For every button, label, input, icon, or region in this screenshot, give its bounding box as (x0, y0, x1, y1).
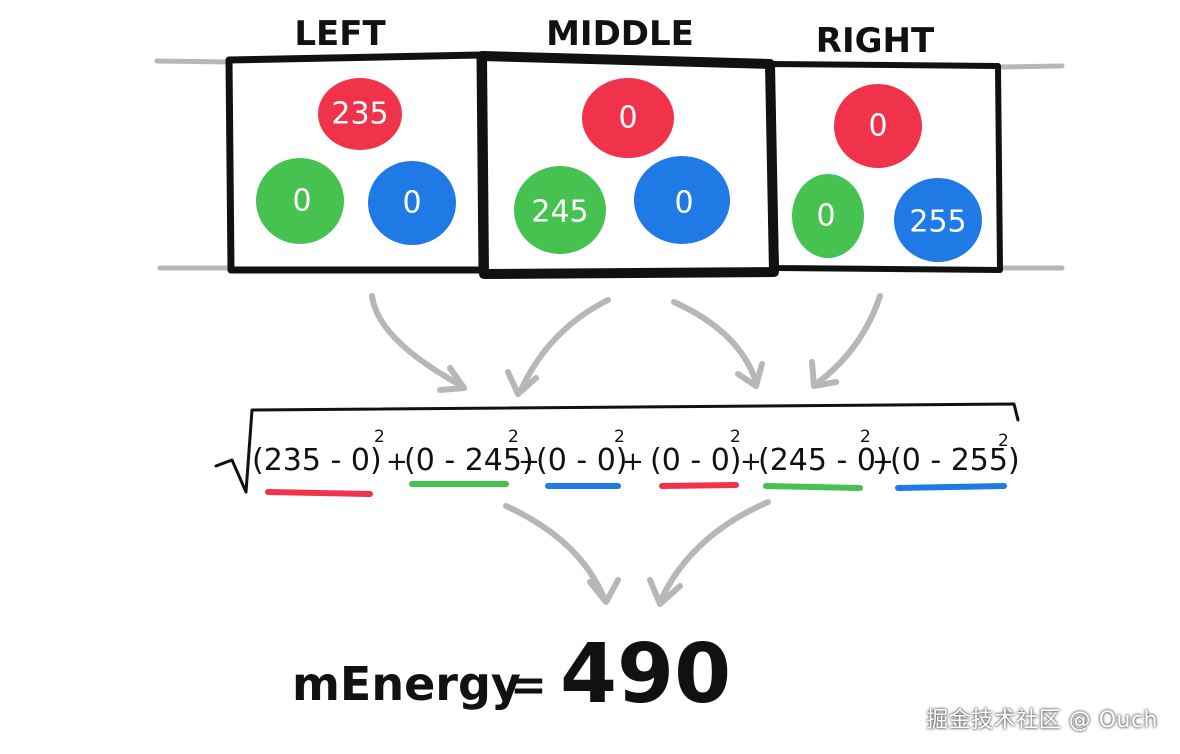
watermark: 掘金技术社区 @ Ouch (926, 708, 1158, 733)
left-green-blob (256, 158, 344, 244)
left-blue-value: 0 (402, 186, 421, 221)
formula-exp-2: 2 (508, 427, 519, 447)
formula-term-4: (0 - 0) (650, 443, 741, 478)
formula-exp-3: 2 (614, 427, 625, 447)
underline-blue-2 (895, 483, 1007, 491)
formula-term-3: (0 - 0) (536, 443, 627, 478)
right-red-value: 0 (868, 109, 887, 144)
formula-plus-3: + (622, 447, 644, 477)
output-arrows (503, 499, 771, 607)
formula-plus-4: + (740, 447, 762, 477)
box-right (767, 61, 1003, 273)
formula-plus-2: + (518, 447, 540, 477)
column-header-left: LEFT (294, 14, 386, 54)
middle-green-blob (514, 166, 606, 254)
left-red-blob (318, 78, 402, 150)
column-header-middle: MIDDLE (546, 14, 694, 54)
left-red-value: 235 (331, 97, 388, 132)
middle-blue-value: 0 (674, 186, 693, 221)
right-red-blob (834, 84, 922, 168)
formula-term-1: (235 - 0) (252, 443, 382, 478)
rail-lines (154, 58, 1065, 271)
arrow-down-left (503, 503, 607, 601)
left-green-value: 0 (292, 184, 311, 219)
right-green-value: 0 (816, 199, 835, 234)
right-blue-blob (894, 178, 982, 262)
formula-exp-5: 2 (860, 427, 871, 447)
result-value: 490 (560, 627, 731, 722)
term-underlines (265, 481, 1007, 497)
formula-exp-1: 2 (374, 427, 385, 447)
formula-term-2: (0 - 245) (404, 443, 534, 478)
column-boxes (225, 51, 1003, 279)
underline-red-2 (659, 482, 739, 489)
box-middle (477, 51, 779, 279)
result-label: mEnergy (292, 657, 521, 711)
arrow-left-2 (517, 297, 611, 395)
result-equals: = (510, 660, 547, 711)
left-blue-blob (368, 161, 456, 245)
underline-green-2 (763, 483, 863, 491)
formula-plus-1: + (386, 447, 408, 477)
column-header-right: RIGHT (816, 21, 935, 61)
formula-exp-6: 2 (998, 431, 1009, 451)
formula-term-6: (0 - 255) (890, 443, 1020, 478)
right-green-blob (792, 174, 864, 258)
formula-exp-4: 2 (730, 427, 741, 447)
formula-term-5: (245 - 0) (758, 443, 888, 478)
middle-green-value: 245 (531, 195, 588, 230)
pixel-blobs (256, 78, 982, 262)
square-root-sign (214, 402, 1020, 494)
underline-red-1 (265, 489, 373, 497)
right-blue-value: 255 (909, 205, 966, 240)
middle-blue-blob (634, 156, 730, 244)
arrow-down-right (657, 499, 771, 605)
arrow-right-2 (813, 293, 883, 387)
formula-plus-5: + (872, 447, 894, 477)
arrow-right-1 (671, 299, 759, 385)
middle-red-blob (582, 78, 674, 158)
input-arrows (369, 293, 883, 397)
middle-red-value: 0 (618, 101, 637, 136)
arrow-left-1 (369, 293, 465, 389)
